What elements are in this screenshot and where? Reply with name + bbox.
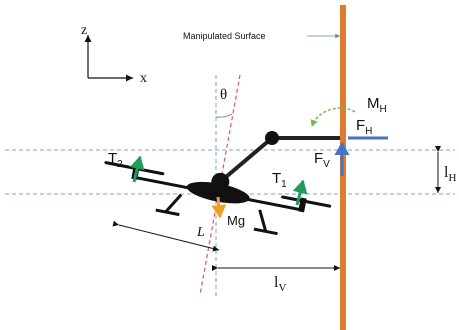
theta-arc xyxy=(215,113,233,118)
moment-label-MH: MH xyxy=(367,95,387,115)
landing-leg-left xyxy=(164,193,183,213)
gravity-arrow xyxy=(211,196,227,219)
dimension-L-line xyxy=(112,220,220,252)
theta-label: θ xyxy=(220,87,227,103)
dimension-L-label: L xyxy=(196,225,205,240)
drone-hub xyxy=(186,181,250,204)
arm-joint xyxy=(265,131,279,145)
landing-foot-left xyxy=(155,208,180,217)
thrust-arrow-left xyxy=(129,155,145,183)
dimension-lV-label: lV xyxy=(274,274,286,294)
thrust-arrow-right xyxy=(292,179,308,206)
landing-leg-right xyxy=(258,209,268,232)
tilted-body-axis-line xyxy=(199,74,241,296)
manipulator-arm xyxy=(218,131,340,184)
landing-foot-right xyxy=(253,227,278,236)
z-axis-label: z xyxy=(81,23,87,38)
motor-right xyxy=(298,197,307,213)
force-label-FH: FH xyxy=(356,117,372,137)
force-label-FV: FV xyxy=(314,150,330,170)
x-axis-label: x xyxy=(140,71,147,86)
drone-center xyxy=(211,172,230,191)
dimension-lH-label: lH xyxy=(444,164,456,184)
moment-arc-arrow xyxy=(310,107,356,127)
thrust-label-T1: T1 xyxy=(272,170,287,190)
gravity-label: Mg xyxy=(227,213,245,228)
thrust-label-T2: T2 xyxy=(108,150,123,170)
manipulated-surface-label: Manipulated Surface xyxy=(183,31,266,41)
